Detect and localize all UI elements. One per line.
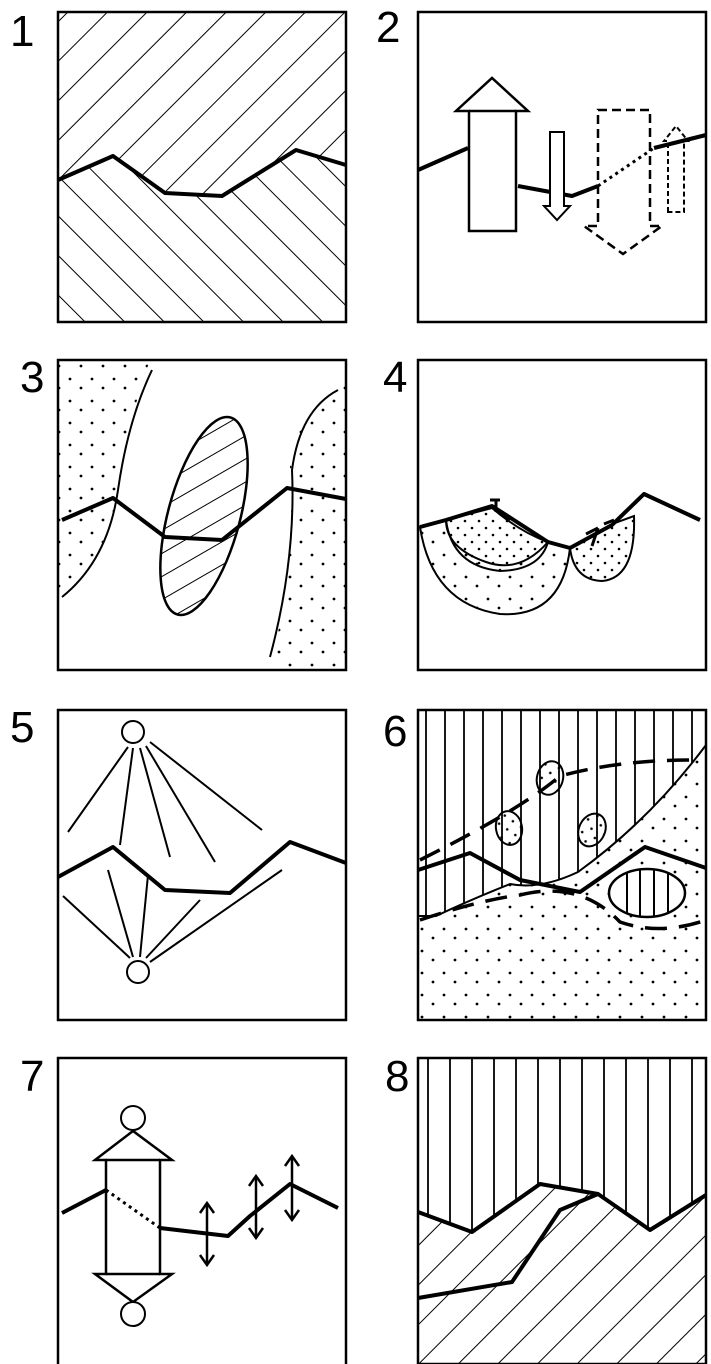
panel-4 [418,360,706,670]
panel-5-source-bottom [127,961,149,983]
panel-5-rays-top [68,742,262,862]
panel-7-double-arrows [200,1156,299,1265]
panel-3-intrusion [143,408,265,624]
panel-2-uplift-arrow [456,78,528,231]
panel-3 [58,360,346,670]
panel-5-rays-bottom [63,870,282,962]
panel-2-surface-line [418,148,468,170]
panel-3-left-sediment [58,360,150,597]
panel-1 [58,12,346,322]
panel-2 [418,12,706,322]
panel-2-small-down-arrow [544,132,570,220]
panel-6 [418,710,706,1020]
panel-7-uplift-block [95,1131,172,1302]
panel-3-right-sediment [270,360,346,670]
panel-8 [418,1058,706,1364]
panel-5-fault-line [58,842,346,893]
panel-7 [58,1058,346,1364]
panel-7-source-bottom [121,1302,145,1326]
panel-5 [58,710,346,1020]
panel-4-right-lens [570,516,634,581]
panel-5-source-top [122,721,144,743]
panel-2-surface-dotted-2 [598,148,654,186]
panel-2-surface-line-end [654,135,706,148]
panel-7-source-top [121,1106,145,1130]
panel-6-lens [609,869,685,917]
panel-5-frame [58,710,346,1020]
panel-2-dashed-down-arrow [584,110,662,254]
